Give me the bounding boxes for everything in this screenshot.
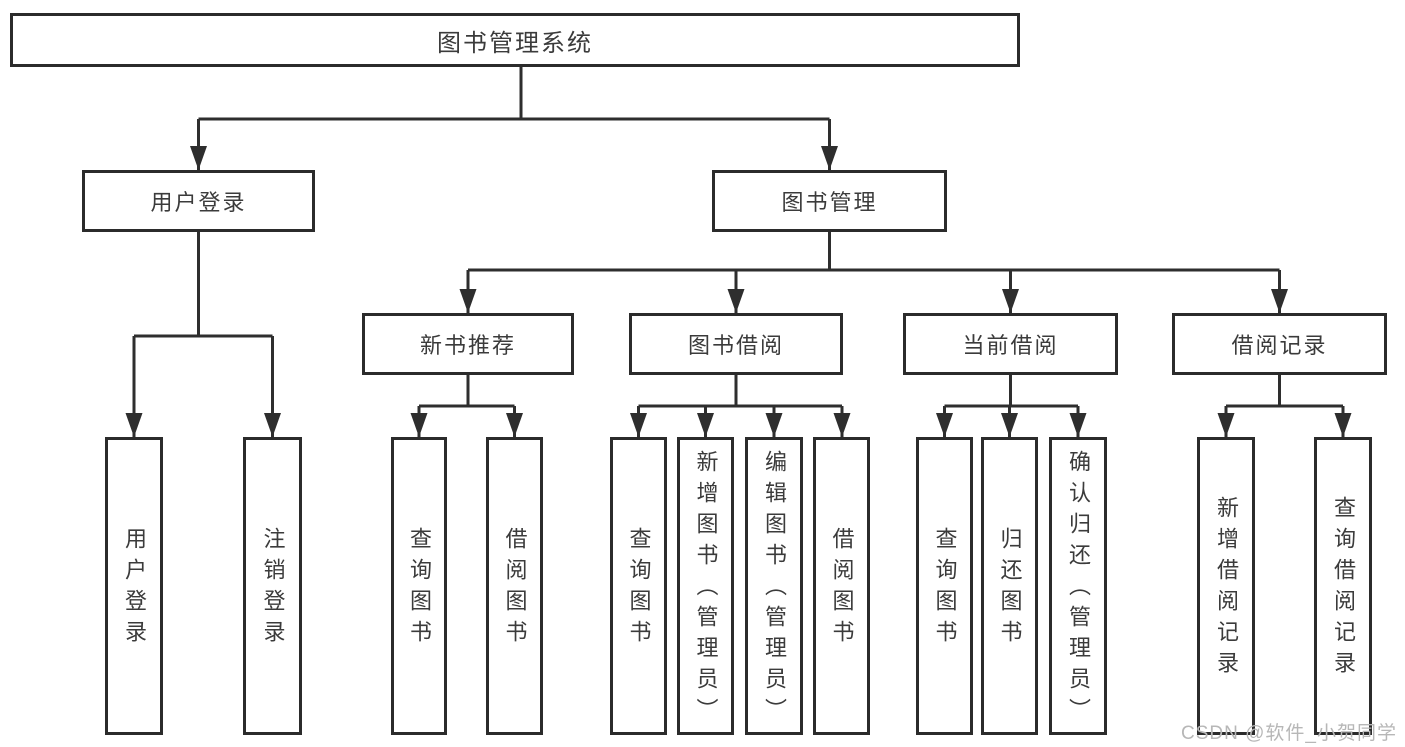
node-user-login: 用户登录 (82, 170, 315, 232)
node-current-borrowing: 当前借阅 (903, 313, 1118, 375)
node-book-management: 图书管理 (712, 170, 947, 232)
leaf-borrow-books-borrowing: 借阅图书 (813, 437, 870, 735)
csdn-watermark: CSDN @软件_小贺同学 (1181, 723, 1397, 744)
leaf-query-books-recommend: 查询图书 (391, 437, 447, 735)
leaf-add-books-admin: 新增图书（管理员） (677, 437, 734, 735)
leaf-borrow-books-recommend: 借阅图书 (486, 437, 543, 735)
leaf-edit-books-admin: 编辑图书（管理员） (745, 437, 803, 735)
leaf-add-borrow-record: 新增借阅记录 (1197, 437, 1255, 735)
leaf-user-login: 用户登录 (105, 437, 163, 735)
leaf-return-books: 归还图书 (981, 437, 1038, 735)
leaf-query-borrow-record: 查询借阅记录 (1314, 437, 1372, 735)
leaf-confirm-return-admin: 确认归还（管理员） (1049, 437, 1107, 735)
node-book-borrowing: 图书借阅 (629, 313, 843, 375)
node-borrowing-records: 借阅记录 (1172, 313, 1387, 375)
node-root-system: 图书管理系统 (10, 13, 1020, 67)
leaf-logout: 注销登录 (243, 437, 302, 735)
leaf-query-books-borrowing: 查询图书 (610, 437, 667, 735)
node-new-book-recommend: 新书推荐 (362, 313, 574, 375)
leaf-query-books-current: 查询图书 (916, 437, 973, 735)
